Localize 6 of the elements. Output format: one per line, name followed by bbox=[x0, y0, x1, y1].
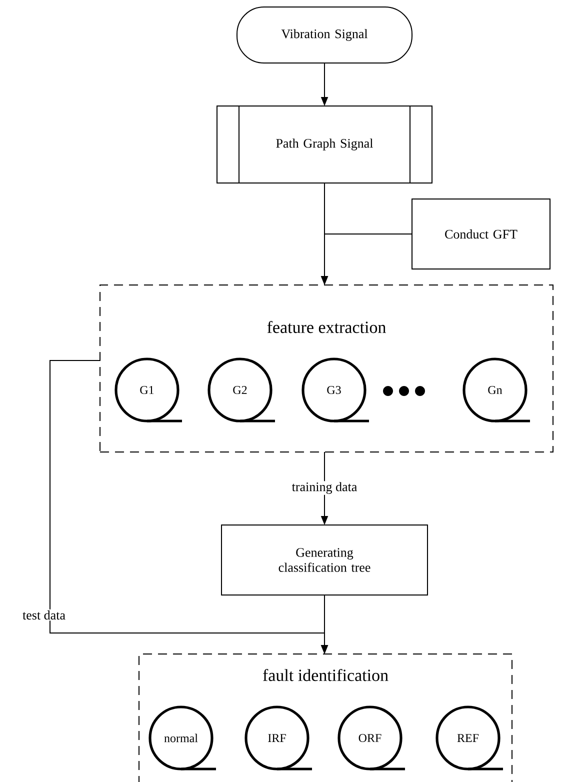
process-box: Generating classification tree bbox=[221, 524, 428, 596]
edge-label: training data bbox=[290, 481, 358, 495]
edge-label: test data bbox=[22, 609, 66, 621]
terminal-box: Vibration Signal bbox=[236, 6, 412, 64]
process-box: Path Graph Signal bbox=[216, 106, 432, 184]
process-box: Conduct GFT bbox=[412, 198, 550, 270]
